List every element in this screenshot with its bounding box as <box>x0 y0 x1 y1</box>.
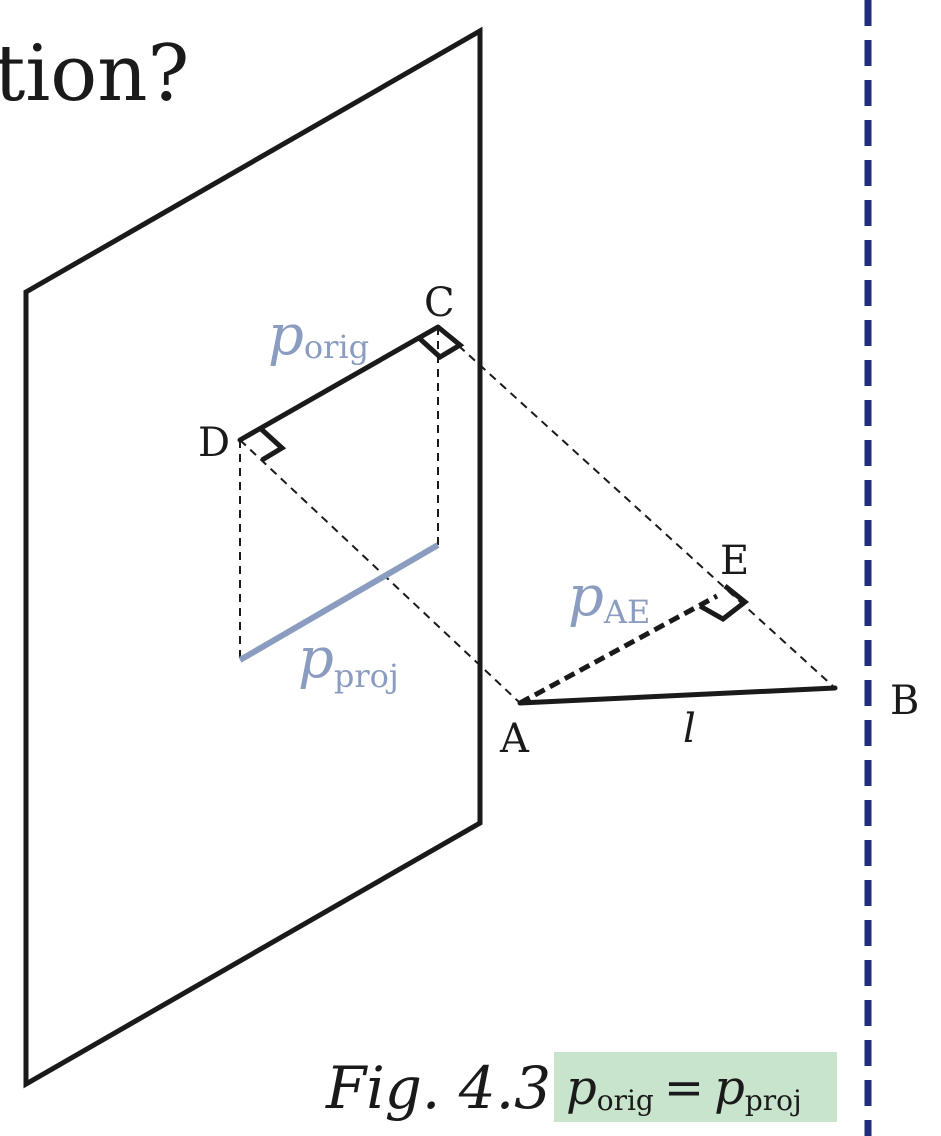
segment-projection <box>238 542 440 663</box>
right-angle-c-marker <box>417 325 465 361</box>
point-label-c: C <box>424 280 455 326</box>
p-proj-symbol: p <box>298 626 334 691</box>
formula-box <box>554 1052 837 1122</box>
label-p-orig: porig <box>268 303 369 368</box>
segment-ae <box>518 593 719 706</box>
formula-equals: = <box>664 1060 704 1116</box>
right-angle-d-marker <box>258 426 287 463</box>
figure-caption: Fig. 4.3 <box>325 1054 551 1122</box>
formula-lhs-symbol: p <box>566 1060 597 1116</box>
dashed-c-to-b <box>437 326 836 689</box>
formula-rhs-symbol: p <box>714 1060 745 1116</box>
p-proj-subscript: proj <box>334 657 399 695</box>
point-label-a: A <box>499 716 530 762</box>
p-orig-subscript: orig <box>304 328 369 366</box>
segment-dc <box>237 324 441 443</box>
formula: porig=pproj <box>566 1060 802 1117</box>
construction-lines <box>239 326 836 704</box>
label-p-proj: pproj <box>298 626 399 695</box>
formula-rhs-subscript: proj <box>745 1084 802 1117</box>
edge-label-l: l <box>683 706 696 752</box>
segment-ab <box>517 685 838 706</box>
p-ae-subscript: AE <box>603 593 650 631</box>
formula-lhs-subscript: orig <box>597 1084 654 1117</box>
plane-parallelogram <box>23 26 483 1089</box>
right-angle-e-marker <box>698 584 750 622</box>
p-ae-symbol: p <box>568 564 604 629</box>
label-p-ae: pAE <box>568 564 650 631</box>
heading-fragment: tion? <box>0 29 189 119</box>
point-label-e: E <box>720 538 749 584</box>
point-label-d: D <box>198 420 230 466</box>
point-label-b: B <box>890 678 919 724</box>
p-orig-symbol: p <box>268 303 304 368</box>
